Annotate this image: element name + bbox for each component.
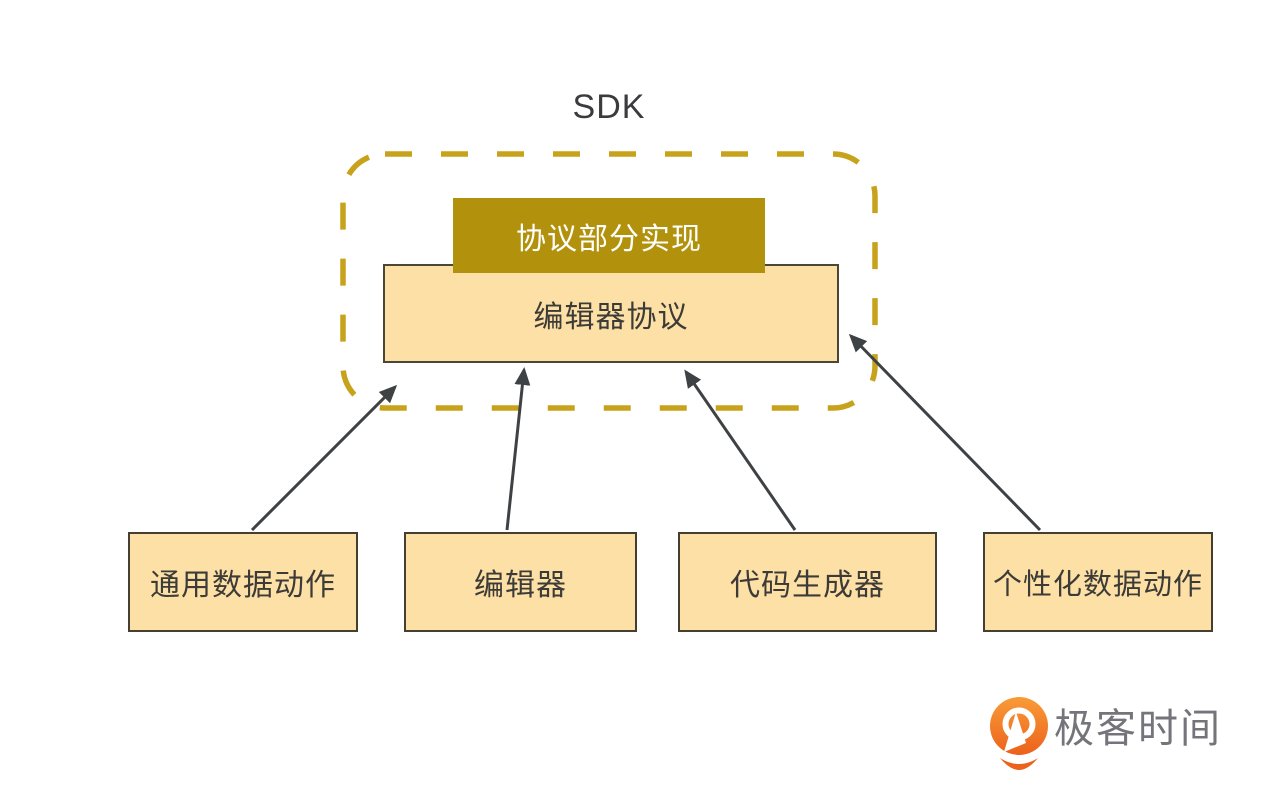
- arrow-code-generator: [684, 369, 797, 531]
- sdk-title: SDK: [572, 88, 646, 126]
- protocol-impl-label: 协议部分实现: [516, 222, 702, 256]
- module-box-code-generator: 代码生成器: [678, 532, 937, 632]
- arrow-personalized-data-actions: [848, 333, 1042, 532]
- geektime-logo-text: 极客时间: [1054, 707, 1222, 751]
- arrow-generic-data-actions: [250, 384, 398, 532]
- module-label: 个性化数据动作: [992, 569, 1203, 601]
- editor-protocol-box: 编辑器协议: [383, 264, 839, 363]
- module-box-generic-data-actions: 通用数据动作: [128, 532, 358, 632]
- geektime-logo: 极客时间: [988, 696, 1222, 754]
- editor-protocol-label: 编辑器协议: [533, 300, 689, 334]
- module-label: 代码生成器: [730, 569, 885, 602]
- arrow-editor: [505, 367, 531, 531]
- module-label: 编辑器: [474, 569, 567, 602]
- module-box-editor: 编辑器: [404, 532, 637, 632]
- module-box-personalized-data-actions: 个性化数据动作: [983, 532, 1213, 632]
- module-label: 通用数据动作: [150, 569, 336, 602]
- protocol-impl-box: 协议部分实现: [453, 198, 765, 273]
